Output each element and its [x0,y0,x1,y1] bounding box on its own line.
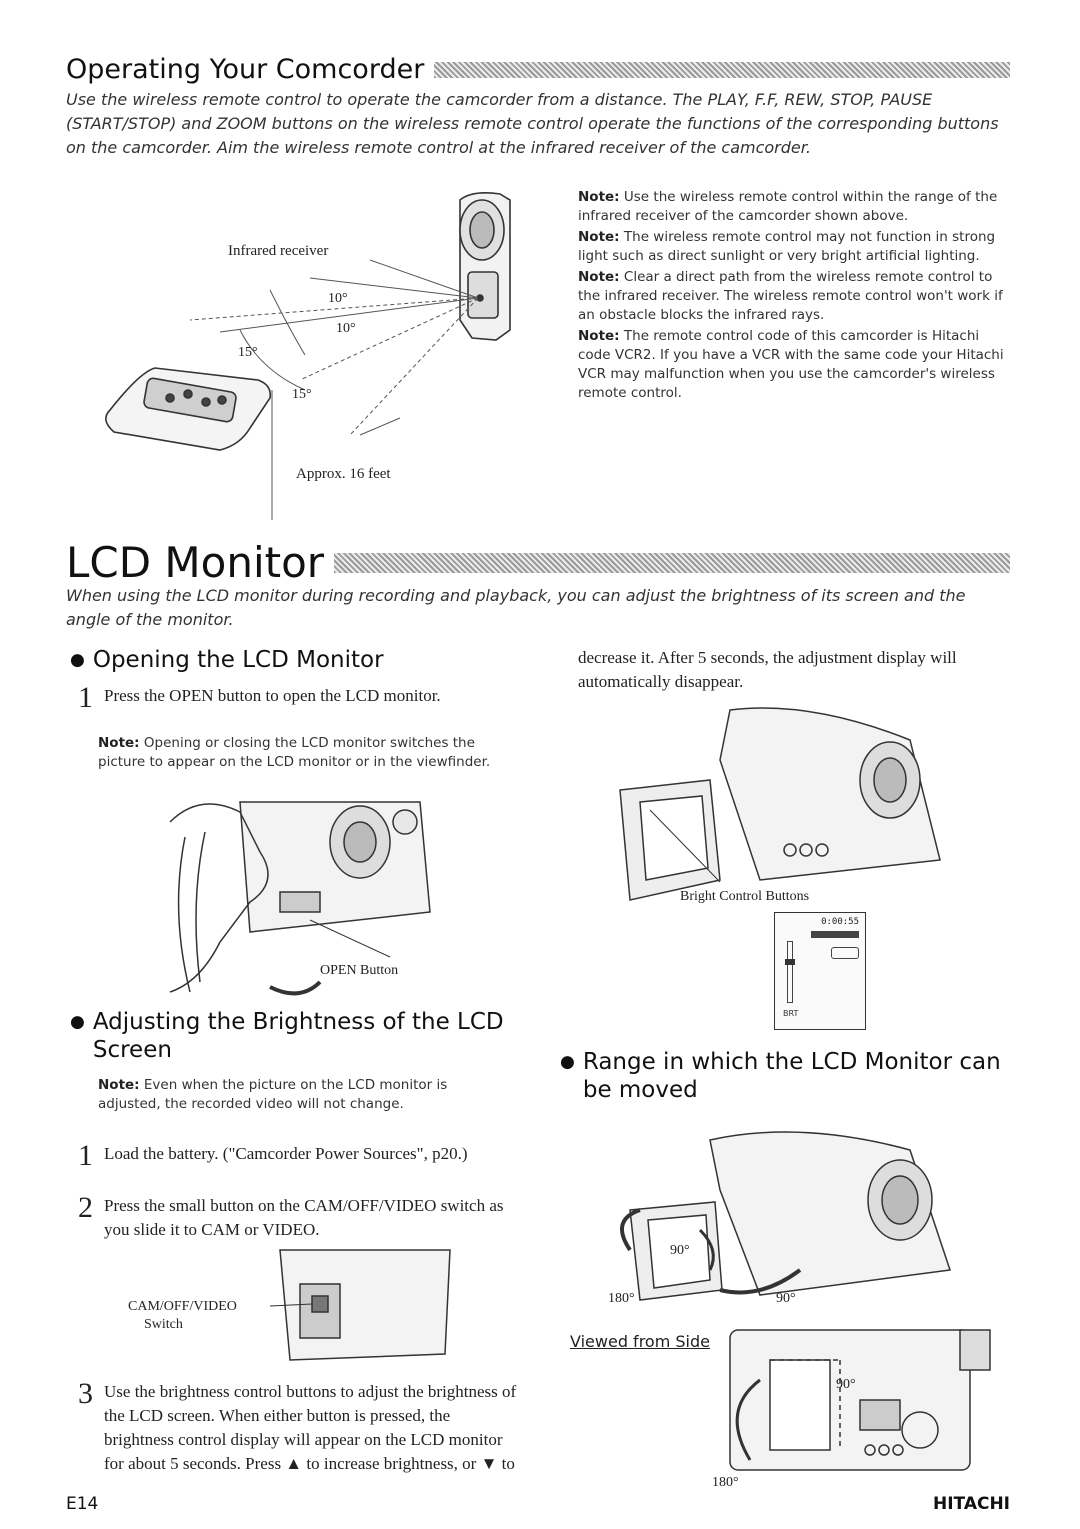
opening-step-1: 1 Press the OPEN button to open the LCD … [78,681,441,714]
section-heading-operating: Operating Your Comcorder [66,54,1010,85]
angle-label-bottom: 15° [292,387,312,402]
angle-label-mid: 10° [336,321,356,336]
brightness-slider-mark [785,959,795,965]
remote-range-figure: Infrared receiver 10° 15° 10° 15° Approx… [105,192,511,520]
heading-hatch-bar-lcd [334,552,1010,573]
lcd-time: 0:00:55 [821,917,859,927]
brightness-step-1: 1 Load the battery. ("Camcorder Power So… [78,1139,468,1172]
note-1: Note: Use the wireless remote control wi… [578,189,998,224]
brightness-step-3: 3 Use the brightness control buttons to … [78,1377,517,1474]
section-title-lcd: LCD Monitor [66,538,325,587]
infrared-rays [189,259,479,520]
remote-notes: Note: Use the wireless remote control wi… [578,188,1010,405]
section-heading-lcd: LCD Monitor [66,538,1010,587]
switch-label-1: CAM/OFF/VIDEO [128,1299,237,1314]
open-button-caption: OPEN Button [320,963,398,978]
note-4: Note: The remote control code of this ca… [578,328,1004,401]
section-intro: Use the wireless remote control to opera… [66,90,999,157]
brightness-note: Note: Even when the picture on the LCD m… [98,1077,448,1112]
section-title: Operating Your Comcorder [66,54,425,85]
switch-figure: CAM/OFF/VIDEO Switch [128,1249,451,1361]
lcd-brt-label: BRT [783,1009,799,1018]
range-heading: ● Range in which the LCD Monitor can be … [560,1049,1001,1103]
viewed-from-side-label: Viewed from Side [570,1332,710,1351]
bullet-icon: ● [70,650,85,670]
switch-label-2: Switch [144,1317,183,1332]
angle-label-top: 10° [328,291,348,306]
bullet-icon: ● [560,1052,575,1072]
range-angle-90-b: 90° [776,1291,796,1306]
side-angle-90: 90° [836,1377,856,1392]
brightness-continued: decrease it. After 5 seconds, the adjust… [578,648,957,691]
infrared-receiver-label: Infrared receiver [228,243,328,259]
lcd-battery-bar [811,931,859,938]
note-3: Note: Clear a direct path from the wirel… [578,269,1003,323]
remote-control-drawing [105,367,272,451]
lcd-tape-icon [831,947,859,959]
bright-control-figure: Bright Control Buttons [619,707,941,904]
side-angle-180: 180° [712,1475,739,1490]
open-button-figure: OPEN Button [169,801,431,996]
bullet-icon: ● [70,1012,85,1032]
opening-note: Note: Opening or closing the LCD monitor… [98,735,491,770]
heading-hatch-bar [434,61,1010,78]
page-number: E14 [66,1494,99,1514]
brightness-heading: ● Adjusting the Brightness of the LCD Sc… [70,1009,504,1063]
lcd-intro: When using the LCD monitor during record… [66,586,966,629]
range-angle-90-a: 90° [670,1243,690,1258]
distance-label: Approx. 16 feet [296,466,391,482]
range-angle-180: 180° [608,1291,635,1306]
angle-label-left: 15° [238,345,258,360]
opening-heading: ● Opening the LCD Monitor [70,647,384,673]
brand-logo: HITACHI [932,1494,1010,1514]
note-2: Note: The wireless remote control may no… [578,229,996,264]
side-view-figure: 90° 180° [712,1329,991,1490]
brightness-scale [787,941,793,1003]
bright-control-caption: Bright Control Buttons [680,889,809,904]
camcorder-front-drawing [459,192,511,341]
lcd-brightness-display: 0:00:55 BRT [774,912,866,1030]
brightness-step-2: 2 Press the small button on the CAM/OFF/… [78,1191,504,1240]
range-rotation-figure: 180° 90° 90° [608,1131,951,1306]
